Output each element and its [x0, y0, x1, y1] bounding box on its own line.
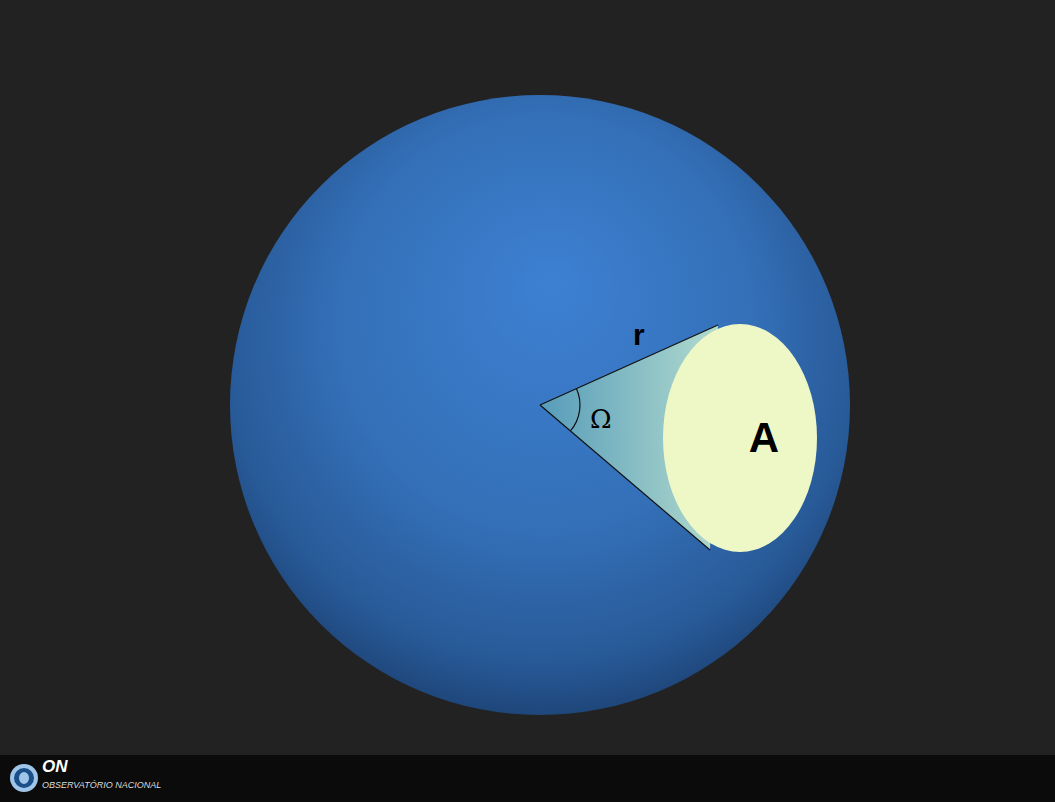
logo-circle [10, 764, 38, 792]
angle-label: Ω [590, 404, 612, 434]
logo-mark [14, 768, 34, 788]
ellipse-fill [663, 324, 817, 552]
logo-text: ON [42, 757, 68, 777]
radius-label: r [633, 318, 645, 352]
angle-arc [571, 389, 580, 431]
footer-bar [0, 755, 1055, 802]
ellipse-shape [662, 323, 818, 553]
area-ellipse: A [662, 323, 818, 553]
institution-name: OBSERVATÓRIO NACIONAL [42, 780, 161, 790]
area-label: A [749, 414, 779, 462]
sphere [230, 95, 850, 715]
